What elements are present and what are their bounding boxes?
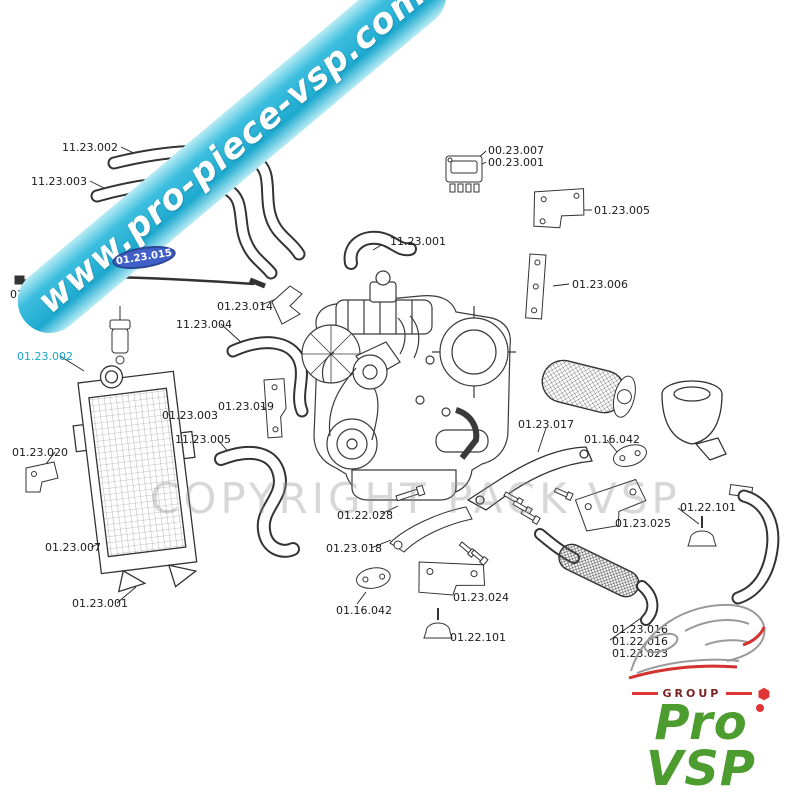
- provsp-logo: GROUP ⬢ Pro VSP: [616, 589, 786, 797]
- engine-drawing: [301, 270, 516, 501]
- red-line-icon: [631, 692, 658, 695]
- car-sketch-icon: [628, 603, 766, 680]
- red-dot-icon: [756, 704, 764, 712]
- part-label: 01.23.023: [612, 647, 668, 660]
- air-filter-housing-drawing: [661, 380, 727, 461]
- part-label: 01.23.014: [217, 300, 273, 313]
- gasket-01-16-042-bottom-drawing: [355, 567, 391, 589]
- part-label: 11.23.002: [62, 141, 118, 154]
- bolts-drawing: [458, 487, 574, 566]
- part-label: 01.22.028: [337, 509, 393, 522]
- fuel-filter-drawing: [109, 306, 131, 365]
- part-label: 01.22.101: [450, 631, 506, 644]
- part-label: 01.23.017: [518, 418, 574, 431]
- bracket-01-23-006-drawing: [525, 253, 547, 320]
- part-label: 01.23.001: [72, 597, 128, 610]
- bracket-01-23-020-drawing: [25, 461, 59, 493]
- rubber-mount-01-22-101-right-drawing: [687, 516, 717, 547]
- part-label: 01.23.006: [572, 278, 628, 291]
- part-label: 01.16.042: [336, 604, 392, 617]
- logo-name-row: Pro VSP: [616, 695, 786, 797]
- mount-arm-01-23-017-drawing: [466, 446, 593, 511]
- part-label: 11.23.004: [176, 318, 232, 331]
- heat-shield-01-23-024-drawing: [418, 561, 486, 596]
- logo-name-bottom: VSP: [646, 741, 756, 797]
- part-label: 01.22.016: [612, 635, 668, 648]
- part-label: 01.23.019: [218, 400, 274, 413]
- logo-group-row: GROUP ⬢: [616, 684, 786, 703]
- part-label: 01.23.003: [162, 409, 218, 422]
- logo-name-top: Pro: [654, 695, 748, 751]
- bracket-01-23-019-drawing: [263, 378, 287, 439]
- bracket-01-23-025-drawing: [574, 478, 647, 532]
- part-label: 01.23.005: [594, 204, 650, 217]
- part-label: 01.16.042: [584, 433, 640, 446]
- stud-01-22-028-drawing: [395, 484, 426, 502]
- air-filter-element-drawing: [541, 359, 636, 418]
- part-label: 01.22.101: [680, 501, 736, 514]
- rubber-mount-01-22-101-center-drawing: [423, 608, 453, 639]
- part-label: 11.23.003: [31, 175, 87, 188]
- mount-arm-01-23-018-drawing: [389, 506, 473, 553]
- part-label: 01.23.018: [326, 542, 382, 555]
- exhaust-drawing: [534, 483, 780, 626]
- bracket-01-23-014-drawing: [271, 285, 303, 325]
- hexagon-nut-icon: ⬢: [757, 684, 771, 703]
- part-label: 00.23.007: [488, 144, 544, 157]
- gasket-01-16-042-right-drawing: [613, 444, 647, 467]
- part-label: 01.23.007: [45, 541, 101, 554]
- part-label: 01.23.024: [453, 591, 509, 604]
- part-label: 11.23.001: [390, 235, 446, 248]
- part-label-highlighted[interactable]: 01.23.002: [17, 350, 73, 363]
- part-label: 00.23.001: [488, 156, 544, 169]
- relay-drawing: [445, 155, 483, 193]
- logo-group-label: GROUP: [662, 687, 722, 700]
- part-label: 01.23.020: [12, 446, 68, 459]
- bracket-01-23-005-drawing: [533, 188, 585, 229]
- radiator-drawing: [72, 365, 198, 593]
- part-label: 01.23.025: [615, 517, 671, 530]
- part-label: 11.23.005: [175, 433, 231, 446]
- red-line-icon: [726, 692, 753, 695]
